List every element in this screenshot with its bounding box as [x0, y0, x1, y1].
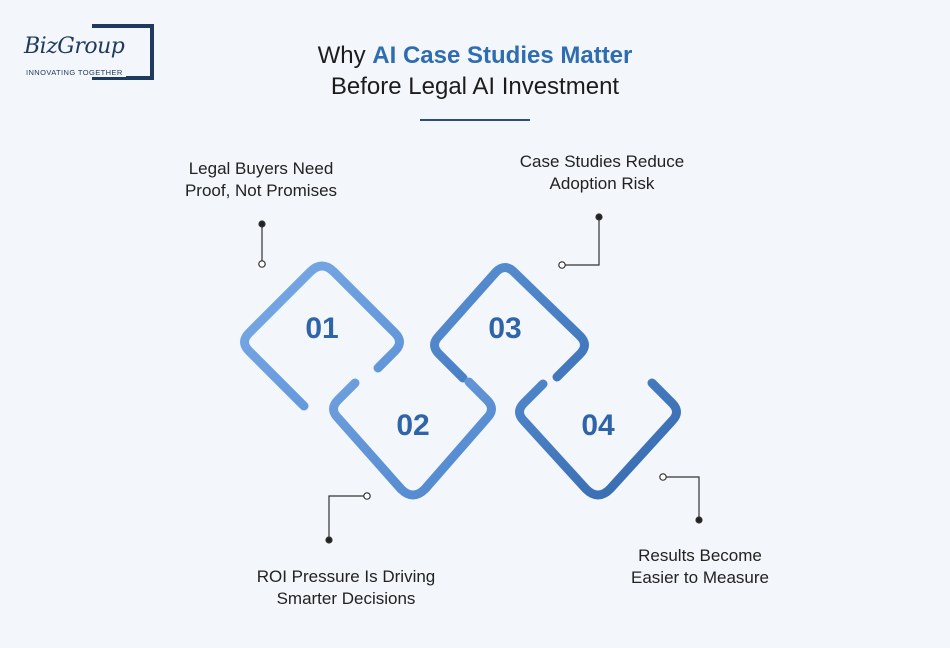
step-number-04: 04	[581, 409, 615, 442]
title-line-2: Before Legal AI Investment	[330, 73, 620, 100]
step-label-03-line1: Case Studies Reduce	[519, 152, 685, 171]
step-label-03: Case Studies Reduce Adoption Risk	[482, 151, 722, 195]
connector-04-dot	[695, 516, 703, 524]
connector-04	[663, 476, 700, 520]
connector-02	[328, 495, 367, 540]
step-label-03-line2: Adoption Risk	[549, 174, 655, 193]
title-underline	[420, 119, 530, 121]
step-label-01: Legal Buyers Need Proof, Not Promises	[141, 158, 381, 202]
step-label-02-line2: Smarter Decisions	[276, 589, 416, 608]
diamond-04	[515, 378, 681, 500]
step-label-01-line2: Proof, Not Promises	[184, 181, 338, 200]
logo-wordmark: BizGroup	[24, 34, 127, 59]
step-label-01-line1: Legal Buyers Need	[188, 159, 334, 178]
step-label-04: Results Become Easier to Measure	[580, 545, 820, 589]
connector-01-ring	[258, 260, 266, 268]
connector-03-ring	[558, 261, 566, 269]
connector-03-dot	[595, 213, 603, 221]
step-number-01: 01	[305, 312, 338, 345]
title-line-1: Why AI Case Studies Matter	[0, 40, 950, 71]
step-number-02: 02	[396, 409, 429, 442]
step-label-04-line1: Results Become	[638, 546, 762, 565]
diamond-01	[240, 261, 404, 411]
title-highlight: AI Case Studies Matter	[372, 42, 633, 69]
logo-frame	[92, 24, 154, 80]
connector-02-dot	[325, 536, 333, 544]
connector-03	[562, 217, 600, 266]
connector-02-ring	[363, 492, 371, 500]
connector-01-dot	[258, 220, 266, 228]
logo-tagline: INNOVATING TOGETHER	[26, 68, 126, 77]
connector-04-ring	[659, 473, 667, 481]
page-title: Why AI Case Studies Matter Before Legal …	[0, 40, 950, 102]
diamond-02	[329, 377, 496, 500]
diamond-03	[430, 263, 589, 383]
step-label-02: ROI Pressure Is Driving Smarter Decision…	[226, 566, 466, 610]
brand-logo: BizGroup INNOVATING TOGETHER	[22, 24, 158, 84]
step-number-03: 03	[488, 312, 521, 345]
step-label-02-line1: ROI Pressure Is Driving	[256, 567, 436, 586]
title-prefix: Why	[317, 42, 373, 69]
step-label-04-line2: Easier to Measure	[631, 568, 769, 587]
